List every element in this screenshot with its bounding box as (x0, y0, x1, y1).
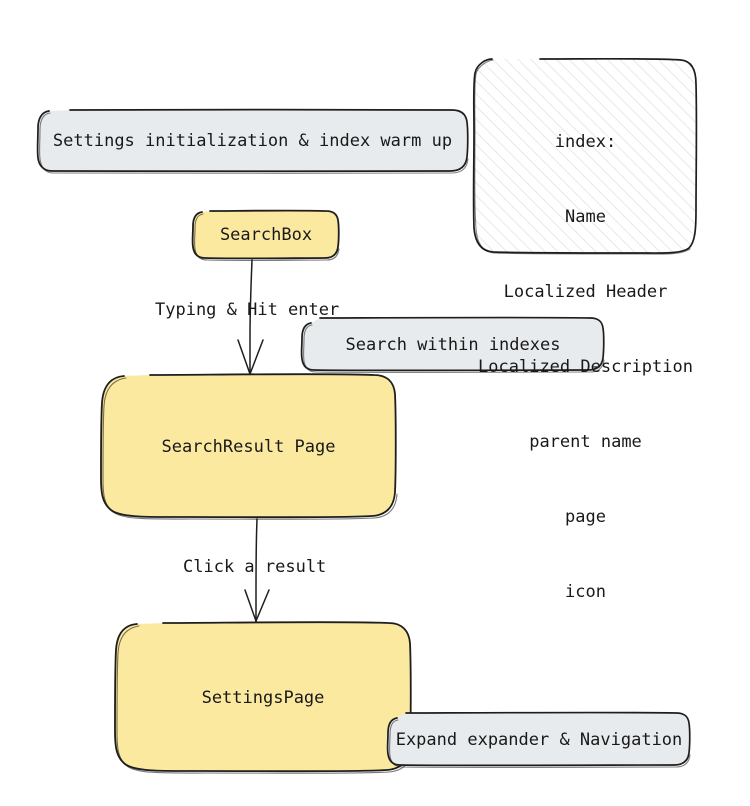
search-box-label: SearchBox (219, 225, 313, 245)
index-schema-content: index: Name Localized Header Localized D… (474, 80, 697, 602)
edge-label-typing-hit-enter: Typing & Hit enter (155, 300, 340, 320)
search-within-indexes-label: Search within indexes (345, 334, 561, 355)
search-result-page-label: SearchResult Page (161, 436, 336, 457)
index-field-icon: icon (565, 582, 606, 602)
index-field-name: Name (565, 207, 606, 227)
expand-navigation-label: Expand expander & Navigation (395, 729, 683, 750)
index-field-parent-name: parent name (529, 432, 642, 452)
settings-init-label: Settings initialization & index warm up (52, 130, 453, 151)
edge-label-click-a-result: Click a result (183, 557, 327, 577)
index-field-localized-header: Localized Header (503, 282, 668, 302)
index-field-page: page (565, 507, 606, 527)
settings-page-label: SettingsPage (201, 687, 325, 708)
index-schema-title: index: (554, 132, 617, 152)
